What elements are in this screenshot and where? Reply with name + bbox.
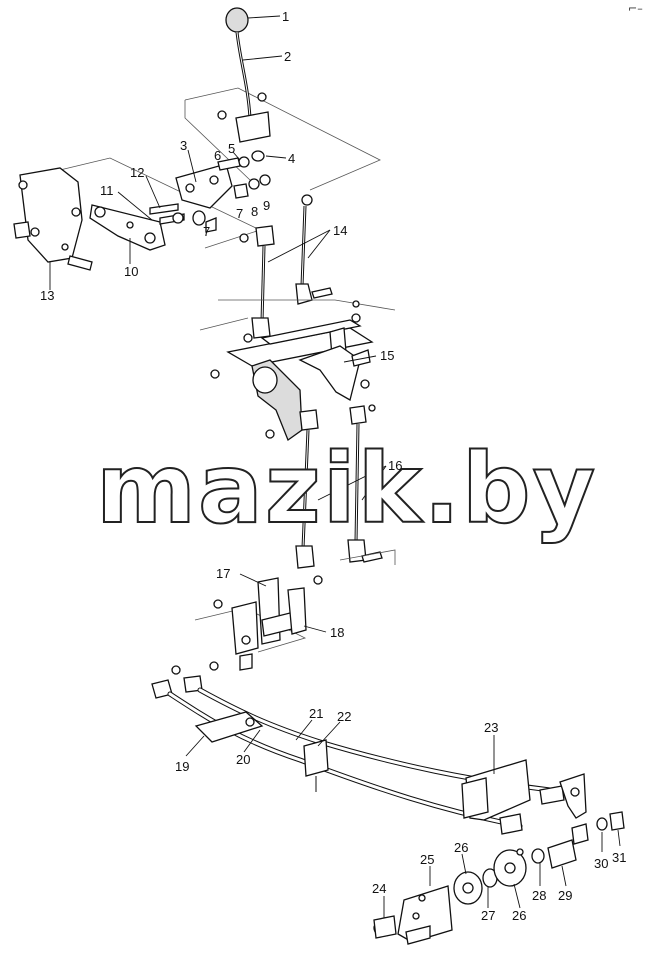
bracket-18 — [287, 587, 307, 635]
callout-24: 24 — [372, 881, 386, 896]
part-30 — [596, 817, 608, 831]
callout-7-b: 7 — [203, 224, 210, 239]
callout-31: 31 — [612, 850, 626, 865]
corner-mark: ⌐– — [628, 2, 643, 15]
callout-5: 5 — [228, 141, 235, 156]
callout-26-a: 26 — [454, 840, 468, 855]
callout-15: 15 — [380, 348, 394, 363]
top-assembly — [13, 7, 381, 271]
callout-labels: 1 2 3 4 5 6 7 7 8 9 10 11 12 13 14 15 16… — [40, 9, 626, 923]
callout-22: 22 — [337, 709, 351, 724]
watermark: mazik.by — [96, 433, 597, 545]
leader-lines — [49, 15, 621, 918]
callout-21: 21 — [309, 706, 323, 721]
callout-10: 10 — [124, 264, 138, 279]
lever-socket — [235, 111, 271, 143]
callout-19: 19 — [175, 759, 189, 774]
callout-27: 27 — [481, 908, 495, 923]
callout-4: 4 — [288, 151, 295, 166]
selector-housing — [373, 811, 625, 945]
callout-2: 2 — [284, 49, 291, 64]
callout-13: 13 — [40, 288, 54, 303]
bracket-bolt — [67, 255, 93, 271]
mounting-bracket — [19, 167, 83, 263]
callout-28: 28 — [532, 888, 546, 903]
cable-bracket-19 — [194, 711, 264, 743]
callout-17: 17 — [216, 566, 230, 581]
part-29 — [547, 839, 577, 869]
lower-rods — [295, 405, 396, 569]
callout-16: 16 — [388, 458, 402, 473]
upper-rods — [243, 194, 333, 343]
callout-18: 18 — [330, 625, 344, 640]
callout-12: 12 — [130, 165, 144, 180]
callout-3: 3 — [180, 138, 187, 153]
callout-1: 1 — [282, 9, 289, 24]
callout-6: 6 — [214, 148, 221, 163]
callout-26-b: 26 — [512, 908, 526, 923]
middle-frame — [199, 299, 396, 442]
callout-25: 25 — [420, 852, 434, 867]
callout-9: 9 — [263, 198, 270, 213]
callout-14: 14 — [333, 223, 347, 238]
gearbox-bracket — [461, 759, 587, 835]
callout-8: 8 — [251, 204, 258, 219]
callout-30: 30 — [594, 856, 608, 871]
shift-arm — [175, 163, 233, 209]
part-31 — [609, 811, 625, 831]
callout-29: 29 — [558, 888, 572, 903]
part-28 — [531, 848, 545, 864]
cable-clamp-22 — [303, 739, 329, 777]
shift-knob — [225, 7, 249, 33]
lower-bracket — [171, 575, 323, 675]
callout-7-a: 7 — [236, 206, 243, 221]
part-25 — [397, 885, 453, 943]
callout-20: 20 — [236, 752, 250, 767]
callout-11: 11 — [100, 183, 114, 198]
callout-23: 23 — [484, 720, 498, 735]
